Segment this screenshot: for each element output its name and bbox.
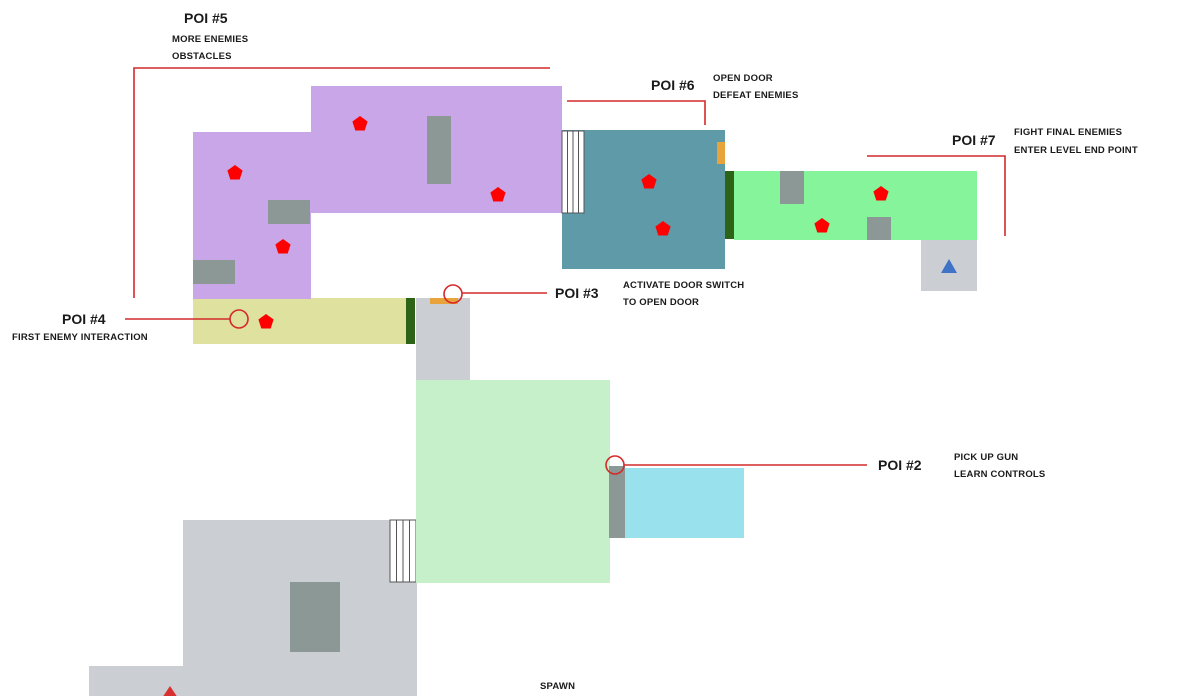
poi-description: PICK UP GUN <box>954 452 1019 463</box>
poi-description: FIGHT FINAL ENEMIES <box>1014 127 1123 138</box>
door-switch <box>430 298 458 304</box>
poi-label: POI #5 <box>184 10 228 26</box>
obstacle-block <box>427 116 451 184</box>
poi-label: POI #2 <box>878 457 922 473</box>
teal-room <box>562 130 725 269</box>
callout-line <box>867 155 1006 236</box>
poi-description: TO OPEN DOOR <box>623 297 700 308</box>
gun-room-door <box>609 466 625 538</box>
first-enemy-room <box>193 298 407 344</box>
poi-description: ACTIVATE DOOR SWITCH <box>623 280 745 291</box>
enemy-icon <box>227 165 243 180</box>
poi-label: POI #6 <box>651 77 695 93</box>
spawn-marker-icon <box>163 686 177 696</box>
door-switch <box>717 142 725 164</box>
final-room <box>734 171 977 240</box>
spawn-label: SPAWN <box>540 681 576 692</box>
callout-line <box>567 100 706 125</box>
callout-line <box>133 67 550 298</box>
poi-label: POI #7 <box>952 132 996 148</box>
enemy-icon <box>275 239 291 254</box>
enemy-icon <box>352 116 368 131</box>
obstacle-block <box>193 260 235 284</box>
level-end-marker-icon <box>941 259 957 273</box>
enemy-icon <box>655 221 671 236</box>
obstacle-block <box>268 200 310 224</box>
locked-door <box>406 298 415 344</box>
tutorial-room <box>416 380 610 583</box>
corridor <box>416 298 470 380</box>
poi-description: FIRST ENEMY INTERACTION <box>12 332 148 343</box>
obstacle-block <box>867 217 891 240</box>
poi-description: OPEN DOOR <box>713 73 773 84</box>
poi-label: POI #4 <box>62 311 106 327</box>
poi-description: DEFEAT ENEMIES <box>713 90 799 101</box>
enemy-icon <box>814 218 830 233</box>
locked-door <box>725 171 734 239</box>
poi-description: ENTER LEVEL END POINT <box>1014 145 1138 156</box>
enemy-icon <box>258 314 274 329</box>
obstacle-block <box>290 582 340 652</box>
poi-circle <box>443 284 463 304</box>
enemy-icon <box>873 186 889 201</box>
enemy-icon <box>641 174 657 189</box>
poi-label: POI #3 <box>555 285 599 301</box>
enemy-icon <box>490 187 506 202</box>
spawn-zone <box>89 666 189 696</box>
obstacle-block <box>780 171 804 204</box>
poi-description: LEARN CONTROLS <box>954 469 1046 480</box>
stairs-gate <box>389 519 417 583</box>
poi-description: MORE ENEMIES <box>172 34 249 45</box>
poi-description: OBSTACLES <box>172 51 232 62</box>
gun-room <box>624 468 744 538</box>
